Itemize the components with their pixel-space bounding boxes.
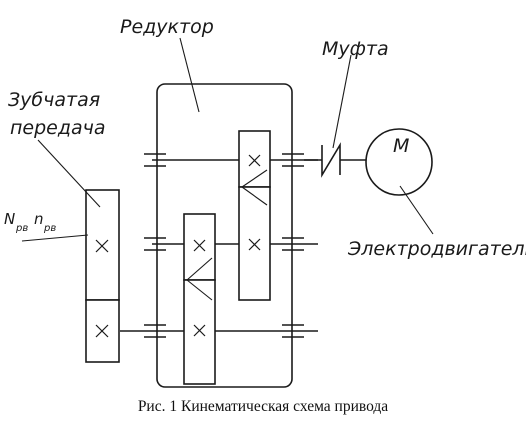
figure-caption: Рис. 1 Кинематическая схема привода <box>137 398 389 415</box>
label-input-params: N рв n рв <box>4 210 56 234</box>
kinematic-scheme: M Редуктор Муфта Зубчатая передача Элект… <box>4 16 526 388</box>
motor-circle <box>365 128 433 196</box>
label-motor: Электродвигатель <box>347 238 526 260</box>
gear-stage-2 <box>238 130 271 301</box>
leader-reducer <box>179 37 200 113</box>
bearings-right-wall <box>282 153 304 338</box>
label-reducer: Редуктор <box>120 16 214 38</box>
open-gear-pair <box>85 189 120 363</box>
reducer-housing <box>156 83 293 388</box>
bearings-left-wall <box>144 153 166 338</box>
motor-symbol: M <box>393 135 409 157</box>
svg-text:N: N <box>4 210 15 228</box>
label-gear-pair-1: Зубчатая <box>8 89 100 111</box>
leader-motor <box>399 185 434 235</box>
gear-stage-1 <box>183 213 216 385</box>
leader-input <box>21 234 89 242</box>
leader-gear-pair <box>37 139 101 208</box>
svg-text:n: n <box>34 210 44 228</box>
label-gear-pair-2: передача <box>10 117 106 139</box>
coupling-symbol <box>304 142 366 178</box>
label-coupling: Муфта <box>322 38 389 60</box>
svg-text:рв: рв <box>43 223 56 234</box>
leader-coupling <box>332 54 352 149</box>
svg-text:рв: рв <box>15 223 28 234</box>
